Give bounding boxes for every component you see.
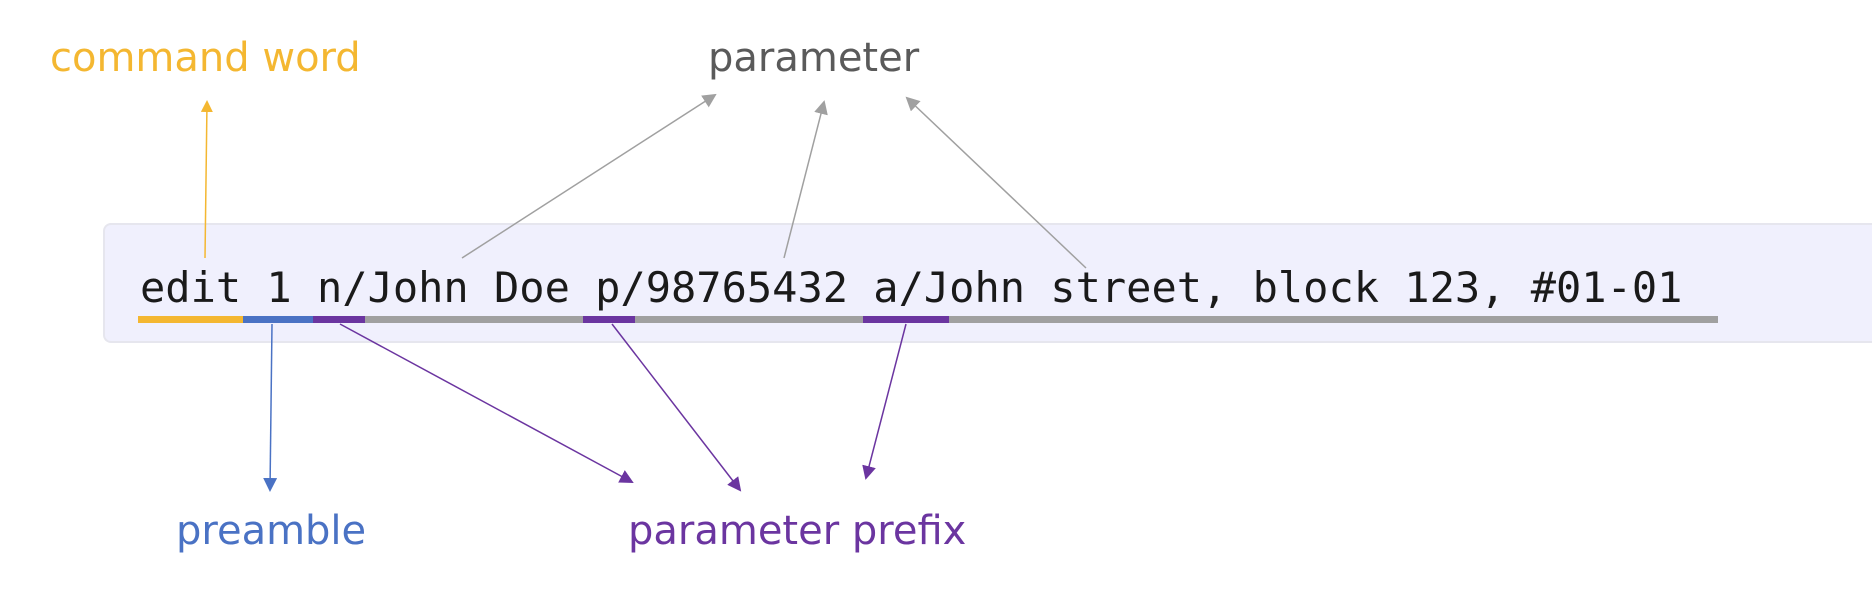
prefix-n-underline	[313, 316, 365, 323]
preamble-label: preamble	[176, 508, 367, 554]
prefix-a-underline	[863, 316, 949, 323]
command-word-underline	[138, 316, 243, 323]
parameter-arrow-name	[461, 93, 717, 259]
parameter-label: parameter	[708, 35, 920, 81]
parameter-arrow-address	[905, 96, 1087, 269]
prefix-p-underline	[583, 316, 635, 323]
parameter-phone-underline	[635, 316, 863, 323]
parameter-name-underline	[365, 316, 583, 323]
parameter-address-underline	[949, 316, 1718, 323]
preamble-underline	[243, 316, 313, 323]
command-text: edit 1 n/John Doe p/98765432 a/John stre…	[140, 263, 1683, 312]
parameter-prefix-label: parameter prefix	[628, 508, 967, 554]
preamble-arrow	[263, 323, 278, 492]
prefix-arrow-n	[339, 323, 634, 483]
command-code-box	[103, 223, 1872, 343]
command-word-label: command word	[50, 35, 361, 81]
prefix-arrow-p	[611, 323, 742, 492]
prefix-arrow-a	[862, 323, 907, 480]
parameter-arrow-phone	[783, 100, 828, 259]
command-word-arrow	[200, 100, 213, 259]
